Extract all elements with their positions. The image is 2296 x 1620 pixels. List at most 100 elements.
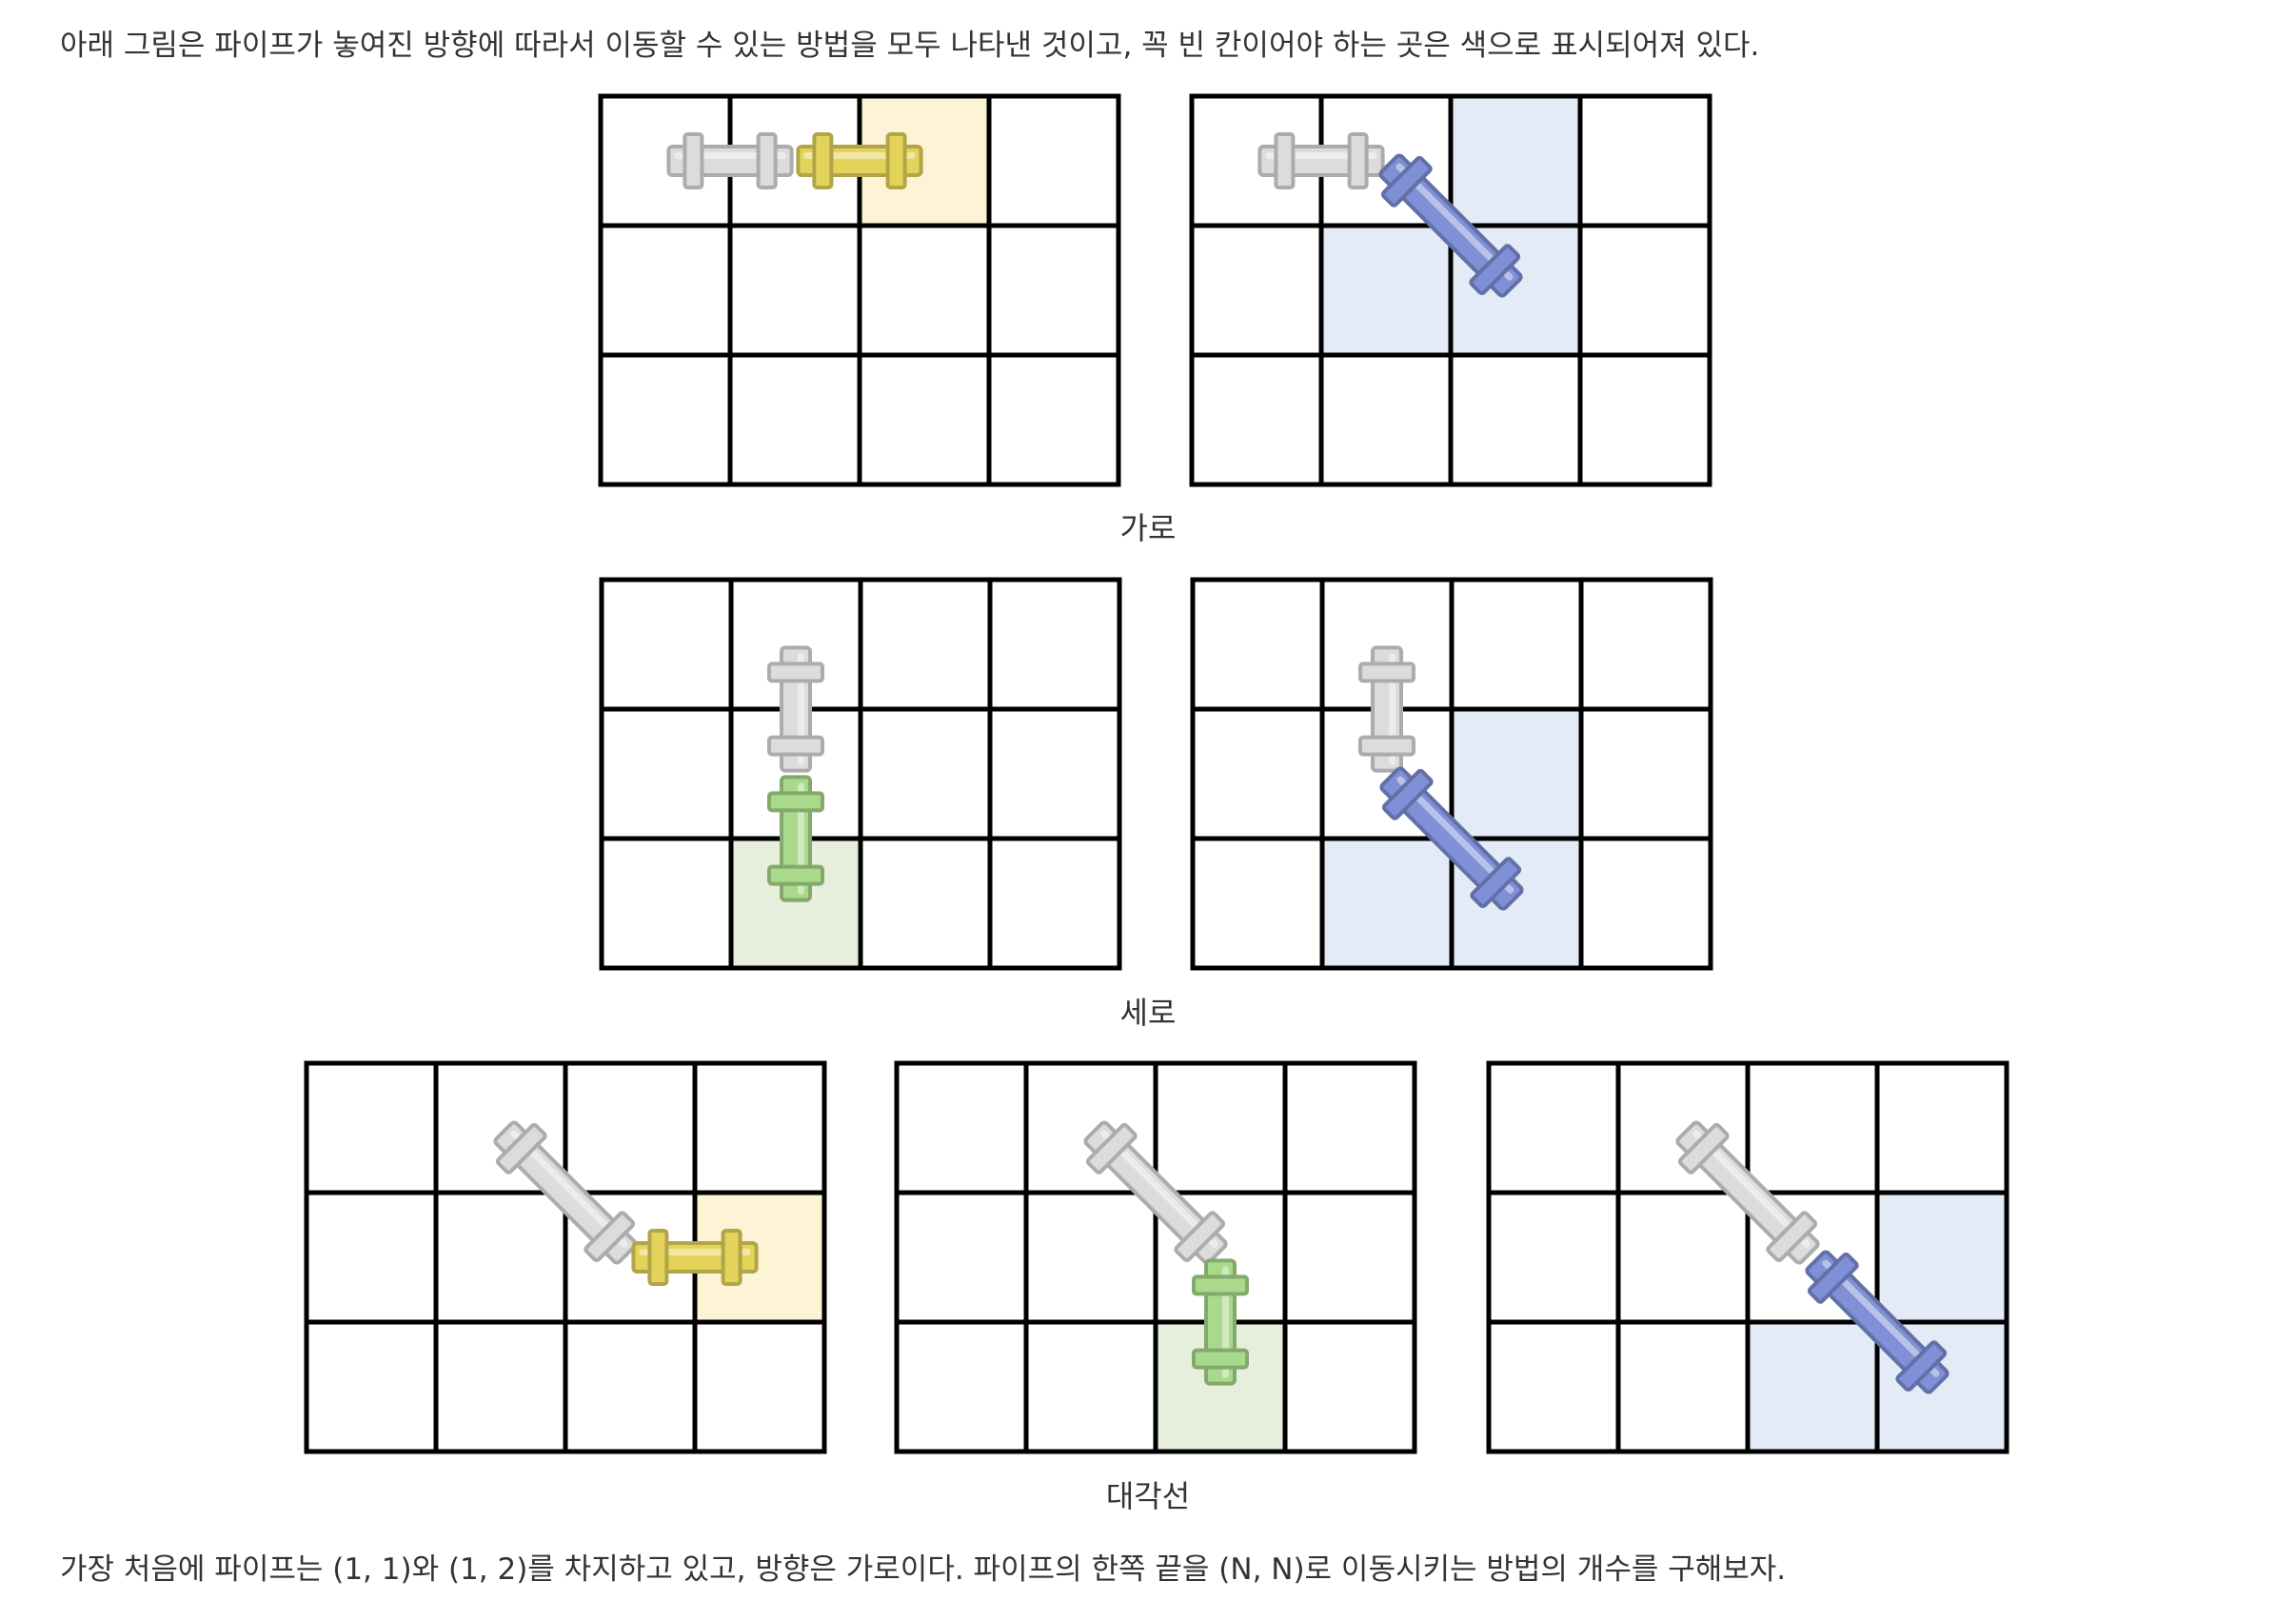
outro-text: 가장 처음에 파이프는 (1, 1)와 (1, 2)를 차지하고 있고, 방향은… <box>60 1552 1787 1587</box>
pipe-moved-vertical-collar-2 <box>767 864 824 886</box>
pipe-moved-diagonal <box>1378 153 1523 298</box>
pipe-current-horizontal <box>666 132 794 189</box>
grid-cell <box>730 226 860 355</box>
pipe-moved-vertical-collar-1 <box>767 791 824 813</box>
grid-cell <box>989 355 1118 484</box>
pipe-current-vertical <box>1358 645 1415 773</box>
grid-cell <box>1285 1193 1415 1322</box>
grid-cell <box>1618 1193 1748 1322</box>
grid-cell <box>1877 1063 2007 1193</box>
grid-cell <box>1321 355 1451 484</box>
grid-cell <box>1489 1063 1618 1193</box>
grid-cell <box>861 709 990 839</box>
pipe-current-diagonal <box>1083 1120 1228 1265</box>
grid-cell <box>860 355 989 484</box>
pipe-moved-diagonal-collar-2 <box>1470 857 1522 909</box>
grid-cell <box>1193 709 1322 839</box>
pipe-current-diagonal-collar-1 <box>495 1122 547 1175</box>
diagram-horizontal-to-diagonal <box>1189 93 1712 487</box>
required-empty-cell <box>1321 226 1451 355</box>
pipe-moved-diagonal-collar-2 <box>1895 1340 1948 1393</box>
grid-cell <box>1026 1193 1156 1322</box>
grid-cell <box>1285 1322 1415 1452</box>
grid-cell <box>990 839 1119 968</box>
grid-cell <box>1581 709 1711 839</box>
grid-cell <box>436 1193 565 1322</box>
pipe-moved-horizontal <box>796 132 923 189</box>
grid-cell <box>307 1063 436 1193</box>
grid-cell <box>1580 355 1710 484</box>
caption-horizontal: 가로 <box>1119 510 1177 546</box>
pipe-moved-diagonal-collar-2 <box>1469 244 1521 296</box>
grid-cell <box>307 1193 436 1322</box>
grid-cell <box>1156 1063 1285 1193</box>
grid-cell <box>1489 1322 1618 1452</box>
grid-cell <box>1193 839 1322 968</box>
grid-cell <box>1026 1322 1156 1452</box>
grid-cell <box>601 226 730 355</box>
required-empty-cell <box>1322 839 1452 968</box>
grid-cell <box>602 580 731 709</box>
grid-cell <box>565 1063 695 1193</box>
grid-cell <box>860 226 989 355</box>
grid-cell <box>1489 1193 1618 1322</box>
pipe-current-diagonal-collar-1 <box>1677 1122 1730 1175</box>
grid-cell <box>601 355 730 484</box>
grid-cell <box>1285 1063 1415 1193</box>
diagram-diagonal-to-vertical <box>894 1060 1417 1454</box>
grid-cell <box>861 580 990 709</box>
pipe-moved-vertical <box>1192 1258 1249 1386</box>
pipe-current-vertical-collar-2 <box>767 735 824 757</box>
pipe-moved-diagonal-collar-1 <box>1807 1252 1859 1304</box>
pipe-current-horizontal-collar-2 <box>1347 132 1369 189</box>
pipe-moved-vertical-collar-2 <box>1192 1348 1249 1370</box>
grid-cell <box>1748 1063 1877 1193</box>
diagram-vertical-to-diagonal <box>1190 577 1713 971</box>
pipe-moved-diagonal <box>1379 766 1524 911</box>
diagram-diagonal-to-horizontal <box>304 1060 827 1454</box>
grid-cell <box>1192 355 1321 484</box>
grid-cell <box>1192 226 1321 355</box>
pipe-current-horizontal-collar-1 <box>683 132 704 189</box>
grid-cell <box>897 1063 1026 1193</box>
caption-vertical: 세로 <box>1119 995 1177 1031</box>
required-empty-cell <box>1452 709 1581 839</box>
pipe-moved-diagonal <box>1805 1250 1950 1394</box>
pipe-current-vertical-collar-1 <box>767 662 824 683</box>
grid-cell <box>1193 580 1322 709</box>
grid-cell <box>1581 580 1711 709</box>
grid-cell <box>1452 580 1581 709</box>
required-empty-cell <box>1748 1322 1877 1452</box>
grid-cell <box>897 1322 1026 1452</box>
required-empty-cell <box>1877 1193 2007 1322</box>
grid-cell <box>307 1322 436 1452</box>
grid-cell <box>1580 96 1710 226</box>
pipe-current-horizontal <box>1257 132 1385 189</box>
grid-cell <box>1581 839 1711 968</box>
grid-cell <box>602 709 731 839</box>
pipe-current-diagonal-collar-1 <box>1085 1122 1138 1175</box>
pipe-current-diagonal-collar-2 <box>584 1211 636 1263</box>
grid-cell <box>1451 355 1580 484</box>
pipe-current-horizontal-collar-1 <box>1274 132 1296 189</box>
grid-cell <box>730 355 860 484</box>
pipe-moved-diagonal-collar-1 <box>1380 155 1433 207</box>
diagram-diagonal-to-diagonal <box>1486 1060 2009 1454</box>
grid-cell <box>695 1322 824 1452</box>
pipe-moved-horizontal <box>631 1229 759 1286</box>
pipe-moved-horizontal-collar-1 <box>647 1229 669 1286</box>
grid-cell <box>1580 226 1710 355</box>
grid-cell <box>1618 1322 1748 1452</box>
pipe-moved-vertical <box>767 775 824 902</box>
pipe-current-vertical-collar-1 <box>1358 662 1415 683</box>
pipe-current-diagonal <box>493 1120 638 1265</box>
diagram-horizontal-to-horizontal <box>598 93 1121 487</box>
pipe-moved-horizontal-collar-2 <box>721 1229 742 1286</box>
grid-cell <box>565 1322 695 1452</box>
pipe-current-diagonal-collar-2 <box>1174 1211 1226 1263</box>
pipe-current-vertical <box>767 645 824 773</box>
pipe-moved-horizontal-collar-2 <box>885 132 907 189</box>
required-empty-cell <box>1451 96 1580 226</box>
pipe-current-diagonal <box>1675 1120 1820 1265</box>
grid-cell <box>990 580 1119 709</box>
